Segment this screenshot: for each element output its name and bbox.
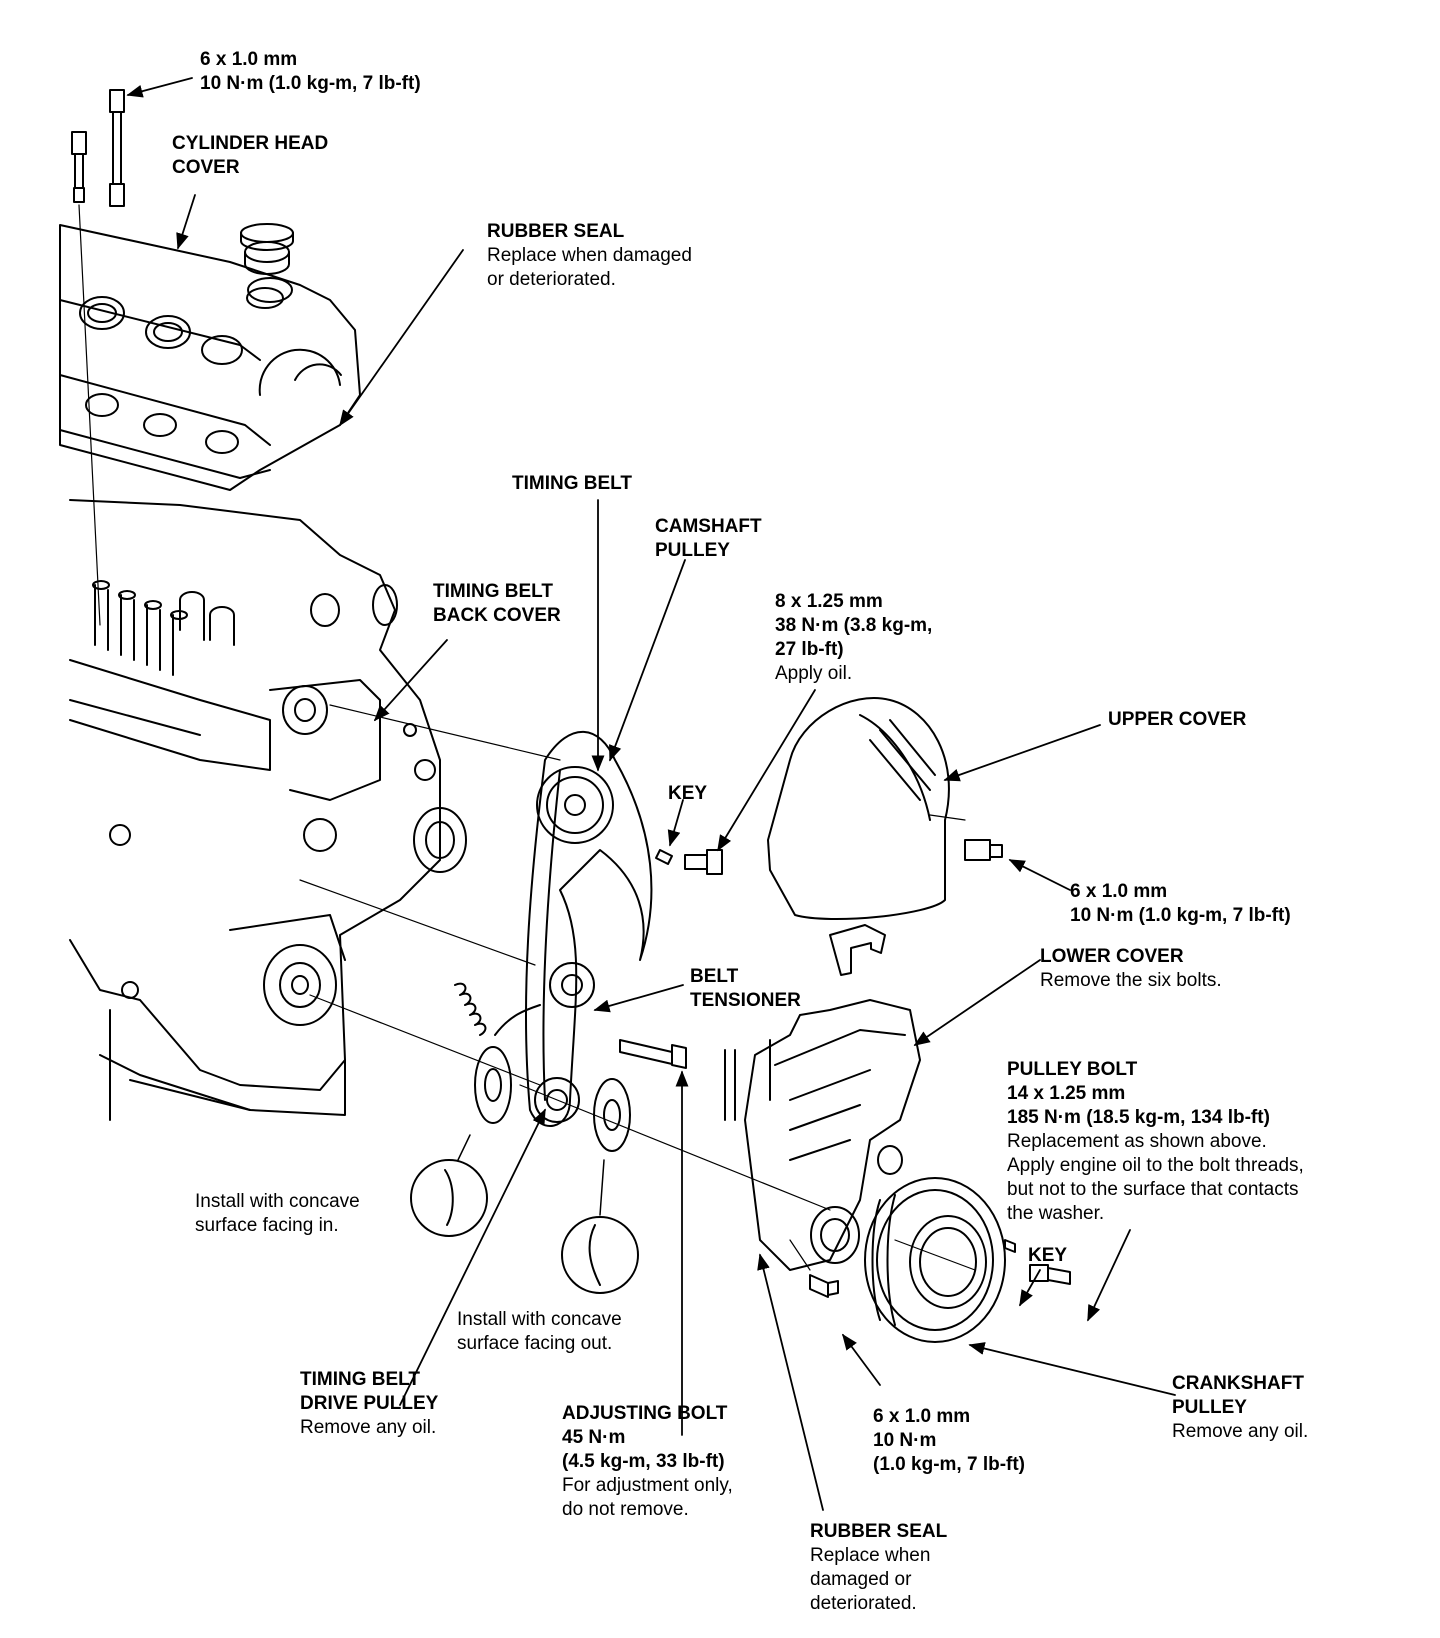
timing-belt-back-cover-label: TIMING BELT BACK COVER bbox=[433, 581, 561, 626]
timing-belt-label: TIMING BELT bbox=[512, 473, 632, 494]
camshaft-pulley-label: CAMSHAFT PULLEY bbox=[655, 516, 762, 561]
tensioner-spring bbox=[454, 982, 541, 1036]
upper-cover-label: UPPER COVER bbox=[1108, 709, 1247, 730]
assembly-center-lines bbox=[299, 704, 976, 1271]
upper-cover-drawing bbox=[767, 697, 1003, 976]
rubber-seal-bottom-label: RUBBER SEAL Replace when damaged or dete… bbox=[810, 1521, 948, 1614]
camshaft-bolt-spec: 8 x 1.25 mm 38 N·m (3.8 kg-m, 27 lb-ft) … bbox=[775, 591, 933, 684]
crankshaft-pulley-drawing bbox=[864, 1177, 1071, 1343]
head-cover-bolts bbox=[71, 89, 125, 626]
rubber-seal-top-label: RUBBER SEAL Replace when damaged or dete… bbox=[487, 221, 692, 290]
top-bolt-size: 6 x 1.0 mm bbox=[200, 49, 298, 70]
cylinder-head-cover-label: CYLINDER HEAD COVER bbox=[172, 133, 329, 178]
timing-belt-drawing bbox=[524, 730, 653, 1127]
cylinder-head-cover-drawing bbox=[59, 223, 361, 491]
drive-pulley-washers bbox=[410, 1046, 639, 1294]
belt-tensioner-label: BELT TENSIONER bbox=[690, 966, 801, 1011]
concave-in-note: Install with concave surface facing in. bbox=[195, 1191, 360, 1236]
drive-pulley-label: TIMING BELT DRIVE PULLEY Remove any oil. bbox=[300, 1369, 439, 1438]
lower-cover-label: LOWER COVER Remove the six bolts. bbox=[1040, 946, 1222, 991]
adjusting-bolt-drawing bbox=[619, 1039, 687, 1069]
key-and-cam-bolt bbox=[655, 849, 723, 875]
crankshaft-pulley-label: CRANKSHAFT PULLEY Remove any oil. bbox=[1172, 1373, 1309, 1442]
pulley-bolt-spec: PULLEY BOLT 14 x 1.25 mm 185 N·m (18.5 k… bbox=[1007, 1059, 1304, 1224]
key-top-label: KEY bbox=[668, 783, 708, 804]
upper-cover-bolt-spec: 6 x 1.0 mm 10 N·m (1.0 kg-m, 7 lb-ft) bbox=[1070, 881, 1291, 926]
top-bolt-torque: 10 N·m (1.0 kg-m, 7 lb-ft) bbox=[200, 73, 421, 94]
lower-cover-drawing bbox=[724, 999, 921, 1298]
leader-lines bbox=[126, 77, 1176, 1511]
key-bottom-label: KEY bbox=[1028, 1245, 1068, 1266]
top-bolt-spec: 6 x 1.0 mm 10 N·m (1.0 kg-m, 7 lb-ft) bbox=[200, 48, 421, 96]
engine-block-drawing bbox=[69, 499, 467, 1121]
lower-bolt-spec: 6 x 1.0 mm 10 N·m (1.0 kg-m, 7 lb-ft) bbox=[873, 1406, 1026, 1475]
adjusting-bolt-spec: ADJUSTING BOLT 45 N·m (4.5 kg-m, 33 lb-f… bbox=[562, 1403, 733, 1520]
concave-out-note: Install with concave surface facing out. bbox=[457, 1309, 622, 1354]
